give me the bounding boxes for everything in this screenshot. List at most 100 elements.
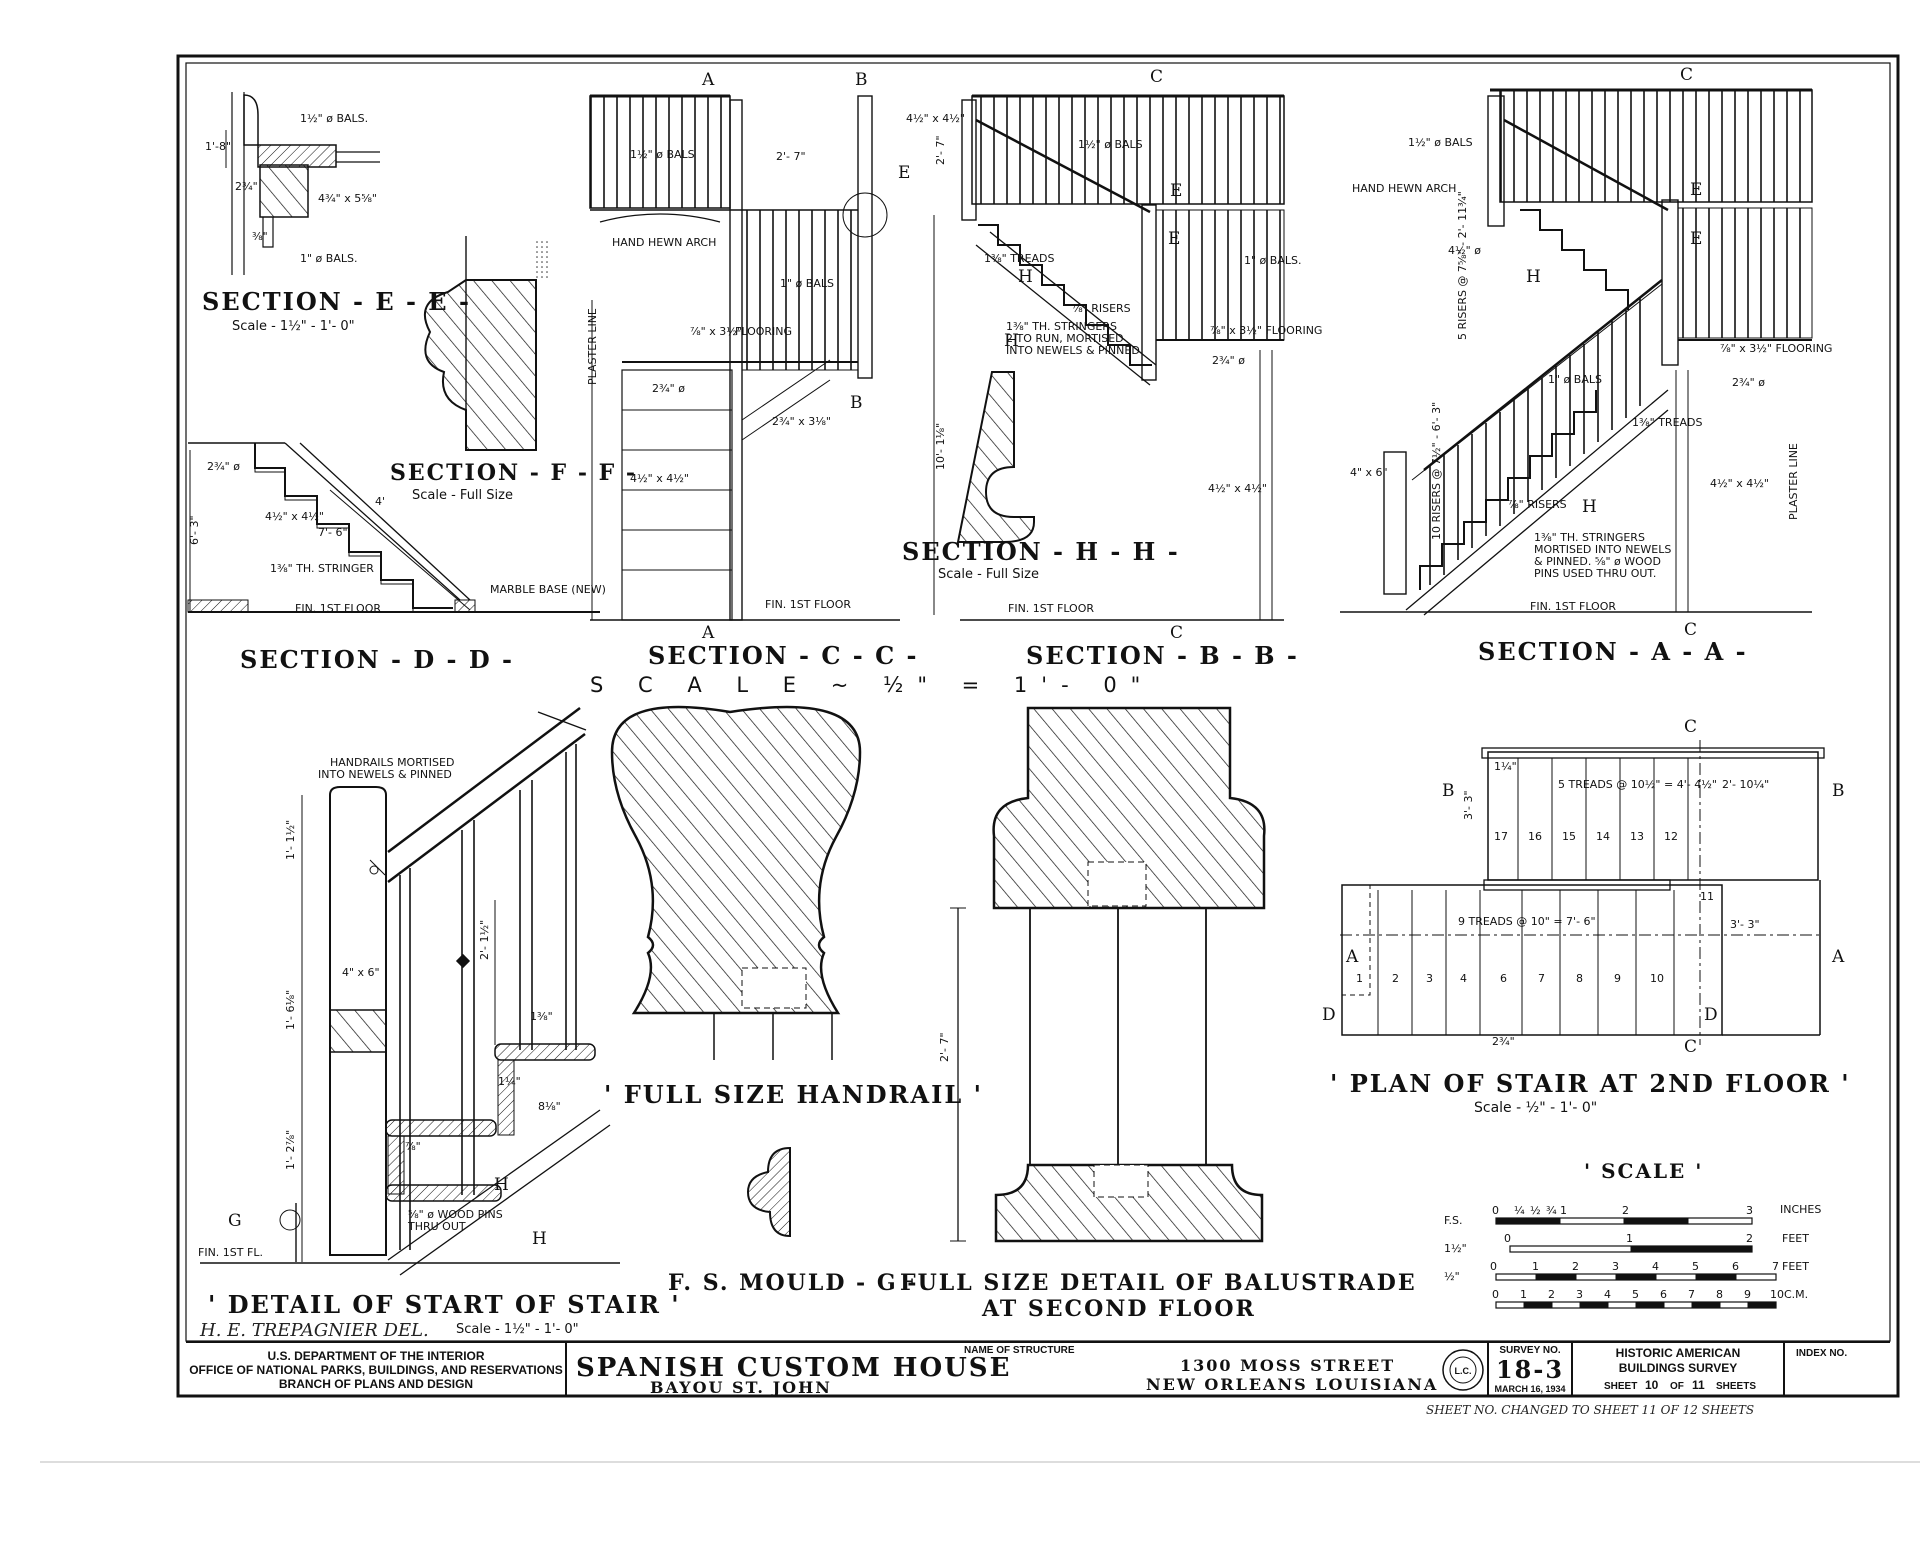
section-marker-h: H (532, 1229, 547, 1249)
section-marker-a: A (1831, 947, 1845, 967)
section-marker-a: A (701, 623, 715, 643)
section-hh-title: SECTION - H - H - (902, 537, 1180, 566)
section-bb-drawing (933, 94, 1285, 621)
tb-habs-2: BUILDINGS SURVEY (1619, 1361, 1737, 1375)
tb-branch: BRANCH OF PLANS AND DESIGN (279, 1377, 473, 1391)
handrail-title: ' FULL SIZE HANDRAIL ' (604, 1080, 983, 1109)
mould-g-title: F. S. MOULD - G - (668, 1270, 918, 1296)
balustrade-dim: 2'- 7" (938, 1032, 951, 1062)
tb-sheet-prefix: SHEET (1604, 1381, 1637, 1392)
section-cc-note: 2¾" ø (652, 382, 685, 395)
section-marker-d: D (1322, 1005, 1336, 1025)
section-ee-note: 2¾" (235, 180, 258, 193)
detail-start-note: THRU OUT (407, 1220, 466, 1233)
scale-tick: 2 (1746, 1232, 1753, 1245)
section-cc-note: PLASTER LINE (586, 308, 599, 385)
section-aa-note: ⅞" RISERS (1508, 498, 1567, 511)
section-aa-note: HAND HEWN ARCH (1352, 182, 1456, 195)
section-aa-note: MORTISED INTO NEWELS (1534, 543, 1671, 556)
section-cc-note: FIN. 1ST FLOOR (765, 598, 851, 611)
section-bb-note: 4½" x 4½" (1208, 482, 1267, 495)
section-bb-note: ⅞" x 3½" FLOORING (1210, 324, 1322, 337)
scale-tick: ¾ (1546, 1204, 1557, 1217)
moulding-profile (424, 236, 550, 451)
plan-dim: 2¾" (1492, 1035, 1515, 1048)
detail-start-note: 1'- 6⅛" (284, 990, 297, 1030)
delineator-signature: H. E. TREPAGNIER DEL. (199, 1320, 429, 1341)
section-marker-a: A (1345, 947, 1359, 967)
tb-sheet-number: 10 (1645, 1378, 1659, 1392)
section-bb-note: FIN. 1ST FLOOR (1008, 602, 1094, 615)
title-block (186, 1341, 1890, 1396)
section-bb-note: ⅞" RISERS (1072, 302, 1131, 315)
plan-dim: 3'- 3" (1462, 790, 1475, 820)
section-marker-c: C (1170, 623, 1183, 643)
section-bb-note: 4½" x 4½" (906, 112, 965, 125)
plan-tread-num: 4 (1460, 972, 1467, 985)
tb-index-label: INDEX NO. (1796, 1348, 1847, 1359)
section-bb-note: 10'- 1⅛" (934, 423, 947, 470)
detail-start-note: FIN. 1ST FL. (198, 1246, 263, 1259)
scale-tick: 3 (1612, 1260, 1619, 1273)
section-dd-note: 4' (375, 495, 385, 508)
scale-tick: 2 (1548, 1288, 1555, 1301)
section-marker-g: G (228, 1211, 242, 1231)
scale-tick: 0 (1504, 1232, 1511, 1245)
scale-tick: 0 (1492, 1204, 1499, 1217)
tb-sheet-total: 11 (1692, 1378, 1705, 1392)
tb-sheet-suffix: SHEETS (1716, 1381, 1756, 1392)
tb-habs-1: HISTORIC AMERICAN (1616, 1346, 1741, 1360)
section-aa-note: 4" x 6" (1350, 466, 1388, 479)
scale-unit: FEET (1782, 1232, 1809, 1245)
section-ee-note: 1" ø BALS. (300, 252, 357, 265)
plan-dim: 2'- 10¼" (1722, 778, 1769, 791)
scale-tick: 1 (1520, 1288, 1527, 1301)
plan-tread-num: 14 (1596, 830, 1610, 843)
plan-tread-num: 10 (1650, 972, 1664, 985)
section-bb-note: 2¾" ø (1212, 354, 1245, 367)
tb-office: OFFICE OF NATIONAL PARKS, BUILDINGS, AND… (189, 1363, 563, 1377)
detail-start-note: 8⅛" (538, 1100, 561, 1113)
scale-tick: 2 (1622, 1204, 1629, 1217)
section-aa-drawing (1340, 88, 1813, 616)
scale-tick: 9 (1744, 1288, 1751, 1301)
shared-scale-label: S C A L E ~ ½" = 1'- 0" (590, 673, 1154, 697)
scale-tick: 7 (1772, 1260, 1779, 1273)
section-dd-note: 2¾" ø (207, 460, 240, 473)
tb-survey-label: SURVEY NO. (1499, 1345, 1561, 1356)
plan-title: ' PLAN OF STAIR AT 2ND FLOOR ' (1330, 1069, 1851, 1098)
section-ee-note: 1'-8" (205, 140, 231, 153)
section-aa-title: SECTION - A - A - (1478, 637, 1748, 666)
section-bb-note: 1⅜" TH. STRINGERS (1006, 320, 1117, 333)
section-cc-note: FLOORING (735, 325, 792, 338)
section-dd-note: 7'- 6" (318, 526, 348, 539)
section-bb-note: INTO NEWELS & PINNED (1006, 344, 1140, 357)
scale-row-label: ½" (1444, 1270, 1460, 1283)
detail-start-title: ' DETAIL OF START OF STAIR ' (208, 1290, 681, 1319)
section-dd-note: 1⅜" TH. STRINGER (270, 562, 374, 575)
section-hh-scale: Scale - Full Size (938, 567, 1039, 582)
section-marker-c: C (1684, 1037, 1697, 1057)
scale-tick: 3 (1576, 1288, 1583, 1301)
plan-drawing (1340, 740, 1825, 1045)
section-cc-note: 2¾" x 3⅛" (772, 415, 831, 428)
section-dd-note: FIN. 1ST FLOOR (295, 602, 381, 615)
section-marker-c: C (1680, 65, 1693, 85)
section-ee-drawing (225, 92, 380, 275)
section-bb-note: 1⅜" TREADS (984, 252, 1055, 265)
section-aa-note: ⅞" x 3½" FLOORING (1720, 342, 1832, 355)
detail-start-note: INTO NEWELS & PINNED (318, 768, 452, 781)
handrail-profile (610, 705, 862, 1060)
plan-tread-num: 1 (1356, 972, 1363, 985)
plan-dim: 1¼" (1494, 760, 1517, 773)
tb-survey-number: 18-3 (1496, 1355, 1564, 1384)
section-dd-note: 6'- 3" (188, 515, 201, 545)
tb-structure-name: SPANISH CUSTOM HOUSE (576, 1353, 1011, 1383)
scale-tick: 6 (1732, 1260, 1739, 1273)
section-marker-e: E (1170, 181, 1182, 201)
section-marker-d: D (1704, 1005, 1718, 1025)
plan-tread-num: 16 (1528, 830, 1542, 843)
section-aa-note: 5 RISERS @ 7⅝" - 2'- 11¾" (1456, 191, 1469, 340)
tb-name-label: NAME OF STRUCTURE (964, 1345, 1075, 1356)
tb-location: BAYOU ST. JOHN (650, 1378, 832, 1397)
